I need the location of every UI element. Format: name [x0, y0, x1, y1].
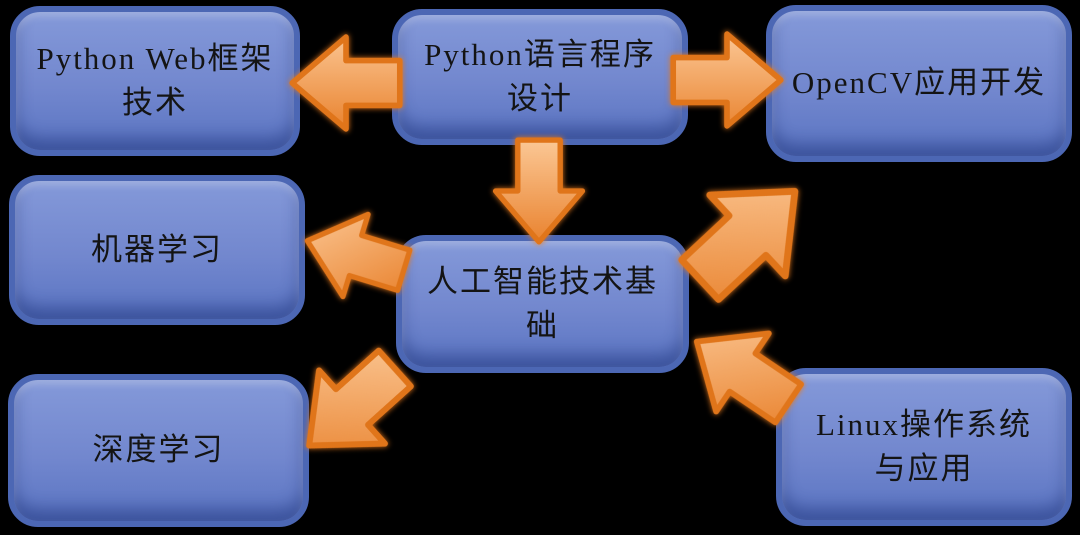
node-ai-foundation: 人工智能技术基 础 — [396, 235, 689, 373]
node-machine-learning: 机器学习 — [9, 175, 305, 325]
node-deep-learning: 深度学习 — [8, 374, 309, 527]
node-ai-foundation-label: 人工智能技术基 础 — [427, 263, 658, 343]
node-python-lang-label: Python语言程序 设计 — [424, 36, 656, 116]
node-python-web: Python Web框架 技术 — [10, 6, 300, 156]
node-linux: Linux操作系统 与应用 — [776, 368, 1072, 526]
arrow-python-lang-to-python-web-icon — [290, 27, 402, 139]
node-opencv-label: OpenCV应用开发 — [791, 65, 1047, 101]
arrow-python-lang-to-opencv-icon — [671, 24, 783, 136]
node-deep-learning-label: 深度学习 — [92, 432, 225, 468]
node-opencv: OpenCV应用开发 — [766, 5, 1072, 162]
arrow-python-lang-to-ai-foundation-icon — [486, 138, 592, 244]
node-python-web-label: Python Web框架 技术 — [36, 40, 274, 120]
node-python-lang: Python语言程序 设计 — [392, 9, 688, 145]
node-machine-learning-label: 机器学习 — [91, 231, 223, 267]
node-linux-label: Linux操作系统 与应用 — [815, 406, 1033, 486]
